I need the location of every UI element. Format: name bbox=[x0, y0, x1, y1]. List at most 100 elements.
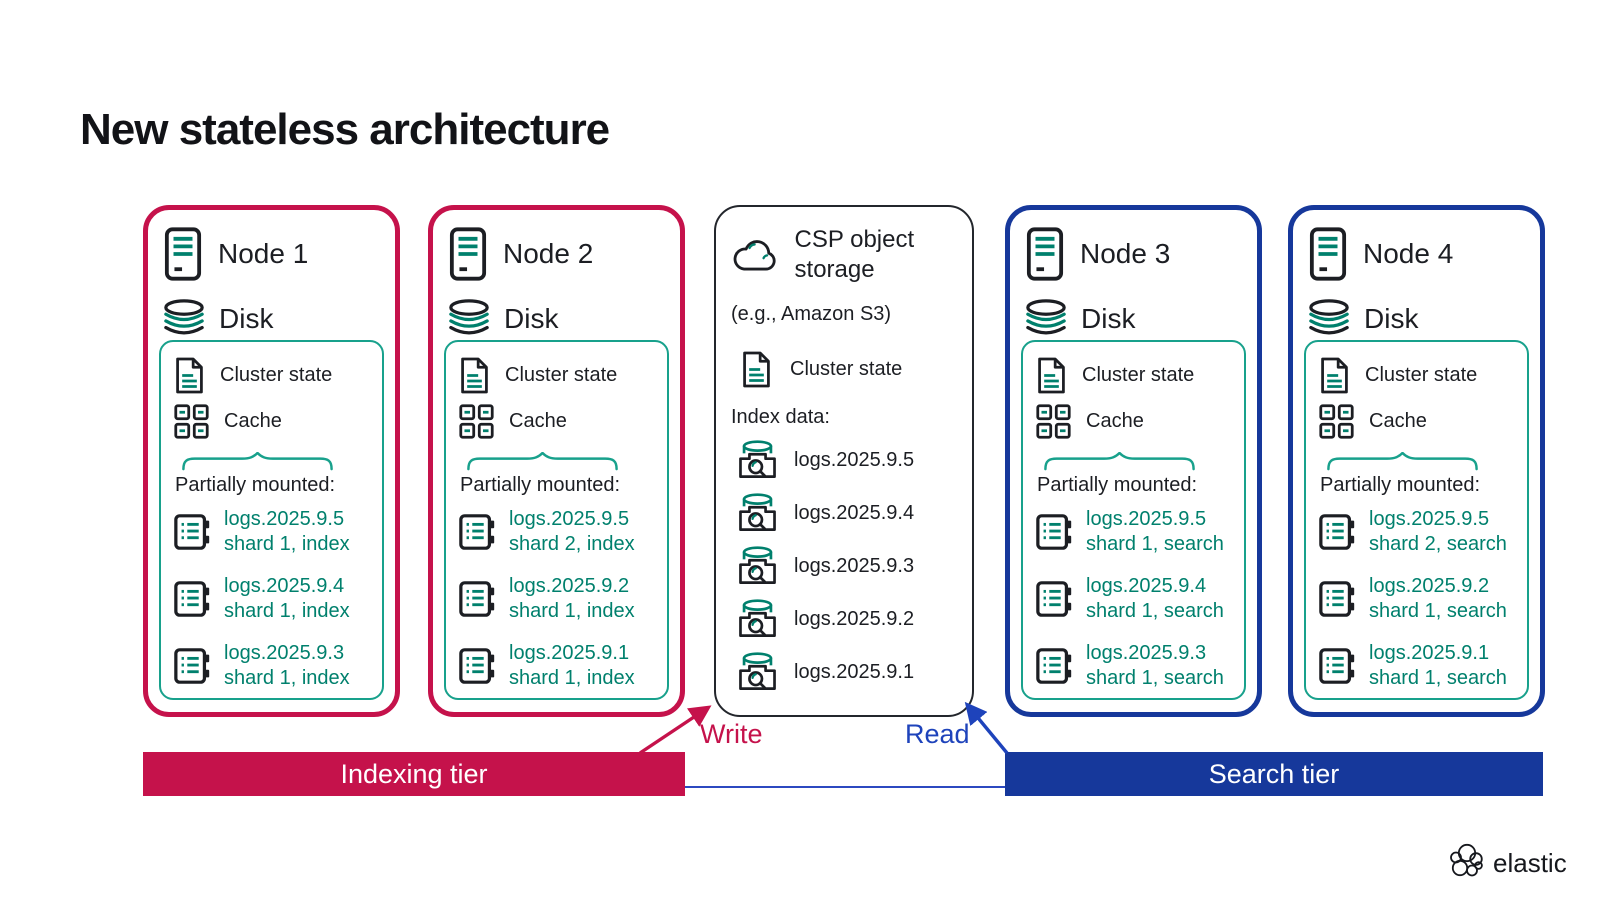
snapshot-icon bbox=[736, 492, 779, 535]
elastic-logo-icon bbox=[1446, 842, 1488, 884]
index-entry: logs.2025.9.1 bbox=[736, 650, 972, 694]
shard-detail: shard 1, search bbox=[1086, 600, 1224, 622]
index-name: logs.2025.9.5 bbox=[794, 448, 915, 471]
shard-detail: shard 1, index bbox=[509, 600, 635, 622]
partially-mounted-label: Partially mounted: bbox=[1037, 474, 1198, 496]
node3-box: Node 3 Disk Cluster state Cache Partiall… bbox=[1005, 205, 1262, 717]
cluster-state-label: Cluster state bbox=[1365, 363, 1478, 386]
index-list-icon bbox=[458, 512, 498, 552]
index-list-icon bbox=[1035, 646, 1075, 686]
elastic-logo-text: elastic bbox=[1493, 847, 1567, 878]
read-label: Read bbox=[905, 719, 970, 749]
cache-label: Cache bbox=[509, 409, 567, 432]
node-title: Node 2 bbox=[503, 238, 594, 269]
node-title: Node 4 bbox=[1363, 238, 1454, 269]
cache-label: Cache bbox=[224, 409, 282, 432]
shard-entry: logs.2025.9.5 shard 1, index bbox=[173, 507, 374, 557]
partially-mounted-label: Partially mounted: bbox=[1320, 474, 1481, 496]
disk-label: Disk bbox=[219, 303, 274, 334]
shard-index: logs.2025.9.1 bbox=[509, 642, 630, 664]
cache-icon bbox=[458, 403, 495, 440]
csp-subtitle: (e.g., Amazon S3) bbox=[731, 303, 892, 325]
page-title: New stateless architecture bbox=[80, 105, 610, 154]
shard-detail: shard 1, index bbox=[509, 667, 635, 689]
cluster-state-label: Cluster state bbox=[1082, 363, 1195, 386]
shard-index: logs.2025.9.5 bbox=[224, 508, 345, 530]
cache-label: Cache bbox=[1369, 409, 1427, 432]
disk-icon bbox=[162, 298, 206, 340]
index-name: logs.2025.9.3 bbox=[794, 554, 915, 577]
document-icon bbox=[1035, 356, 1068, 395]
index-list-icon bbox=[1318, 646, 1358, 686]
cluster-state-label: Cluster state bbox=[790, 357, 903, 380]
cache-label: Cache bbox=[1086, 409, 1144, 432]
cloud-icon bbox=[730, 232, 782, 278]
shard-entry: logs.2025.9.1 shard 1, search bbox=[1318, 641, 1519, 691]
csp-title: CSP object storage bbox=[794, 226, 915, 283]
shard-detail: shard 1, index bbox=[224, 667, 350, 689]
shard-index: logs.2025.9.5 bbox=[1086, 508, 1207, 530]
index-list-icon bbox=[173, 512, 213, 552]
indexing-tier-bar: Indexing tier bbox=[143, 752, 685, 796]
brace-icon bbox=[460, 452, 625, 471]
csp-object-storage-box: CSP object storage (e.g., Amazon S3) Clu… bbox=[714, 205, 974, 717]
shard-index: logs.2025.9.5 bbox=[509, 508, 630, 530]
node-local-state-panel: Cluster state Cache Partially mounted: l… bbox=[1021, 340, 1246, 700]
shard-detail: shard 1, index bbox=[224, 533, 350, 555]
partially-mounted-label: Partially mounted: bbox=[175, 474, 336, 496]
node-title: Node 3 bbox=[1080, 238, 1171, 269]
shard-detail: shard 2, search bbox=[1369, 533, 1507, 555]
index-list-icon bbox=[1318, 579, 1358, 619]
index-entry: logs.2025.9.2 bbox=[736, 597, 972, 641]
index-list-icon bbox=[1318, 512, 1358, 552]
node-local-state-panel: Cluster state Cache Partially mounted: l… bbox=[444, 340, 669, 700]
brace-icon bbox=[1320, 452, 1485, 471]
shard-entry: logs.2025.9.4 shard 1, search bbox=[1035, 574, 1236, 624]
write-label: Write bbox=[700, 719, 763, 749]
index-name: logs.2025.9.1 bbox=[794, 660, 915, 683]
index-list-icon bbox=[173, 646, 213, 686]
shard-detail: shard 2, index bbox=[509, 533, 635, 555]
node-title: Node 1 bbox=[218, 238, 309, 269]
cache-icon bbox=[173, 403, 210, 440]
tier-connector-line bbox=[685, 786, 1005, 788]
shard-entry: logs.2025.9.4 shard 1, index bbox=[173, 574, 374, 624]
node2-box: Node 2 Disk Cluster state Cache Partiall… bbox=[428, 205, 685, 717]
shard-index: logs.2025.9.2 bbox=[509, 575, 630, 597]
index-name: logs.2025.9.4 bbox=[794, 501, 915, 524]
server-icon bbox=[1309, 226, 1347, 282]
index-entry: logs.2025.9.4 bbox=[736, 491, 972, 535]
shard-detail: shard 1, index bbox=[224, 600, 350, 622]
node1-box: Node 1 Disk Cluster state Cache Partiall… bbox=[143, 205, 400, 717]
shard-entry: logs.2025.9.3 shard 1, search bbox=[1035, 641, 1236, 691]
node4-box: Node 4 Disk Cluster state Cache Partiall… bbox=[1288, 205, 1545, 717]
brace-icon bbox=[175, 452, 340, 471]
document-icon bbox=[1318, 356, 1351, 395]
shard-entry: logs.2025.9.2 shard 1, index bbox=[458, 574, 659, 624]
document-icon bbox=[173, 356, 206, 395]
shard-index: logs.2025.9.3 bbox=[1086, 642, 1207, 664]
server-icon bbox=[164, 226, 202, 282]
disk-label: Disk bbox=[504, 303, 559, 334]
shard-entry: logs.2025.9.5 shard 2, search bbox=[1318, 507, 1519, 557]
index-name: logs.2025.9.2 bbox=[794, 607, 915, 630]
snapshot-icon bbox=[736, 598, 779, 641]
index-entry: logs.2025.9.5 bbox=[736, 438, 972, 482]
read-arrow bbox=[964, 701, 1009, 755]
index-list-icon bbox=[458, 646, 498, 686]
snapshot-icon bbox=[736, 651, 779, 694]
shard-index: logs.2025.9.5 bbox=[1369, 508, 1490, 530]
shard-detail: shard 1, search bbox=[1086, 533, 1224, 555]
index-data-label: Index data: bbox=[731, 406, 830, 428]
index-entry: logs.2025.9.3 bbox=[736, 544, 972, 588]
index-list-icon bbox=[173, 579, 213, 619]
shard-entry: logs.2025.9.2 shard 1, search bbox=[1318, 574, 1519, 624]
cluster-state-label: Cluster state bbox=[505, 363, 618, 386]
shard-index: logs.2025.9.4 bbox=[224, 575, 345, 597]
shard-detail: shard 1, search bbox=[1086, 667, 1224, 689]
shard-index: logs.2025.9.2 bbox=[1369, 575, 1490, 597]
disk-label: Disk bbox=[1081, 303, 1136, 334]
search-tier-bar: Search tier bbox=[1005, 752, 1543, 796]
brace-icon bbox=[1037, 452, 1202, 471]
